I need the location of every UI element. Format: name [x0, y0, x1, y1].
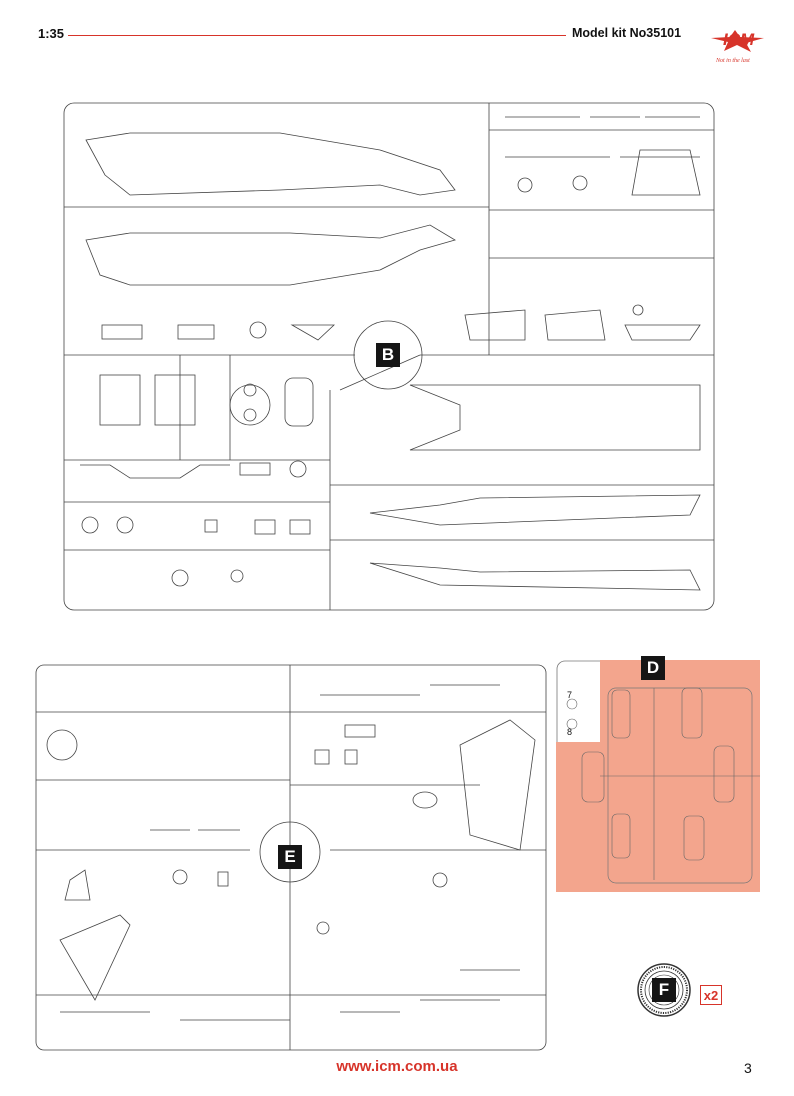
logo-text: ICM: [723, 30, 755, 49]
sprue-d-label: D: [641, 656, 665, 680]
d-part-7: 7: [567, 690, 572, 700]
kit-number: Model kit No35101: [572, 26, 682, 40]
sprue-e-label: E: [278, 845, 302, 869]
header-rule: [68, 35, 566, 36]
logo-tagline: Not in the last: [715, 58, 750, 64]
icm-logo: ICM Not in the last: [711, 30, 764, 64]
scale-label: 1:35: [38, 26, 65, 41]
website-link[interactable]: www.icm.com.ua: [336, 1058, 458, 1075]
quantity-badge: x2: [700, 985, 722, 1005]
d-part-8: 8: [567, 727, 572, 737]
sprue-f-label: F: [652, 978, 676, 1002]
sprue-f-wheel-icon: [637, 963, 691, 1017]
sprue-d-panel: 7 8: [556, 660, 760, 892]
page-number: 3: [744, 1060, 752, 1076]
logo-star-icon: [711, 30, 764, 52]
sprue-b-label: B: [376, 343, 400, 367]
